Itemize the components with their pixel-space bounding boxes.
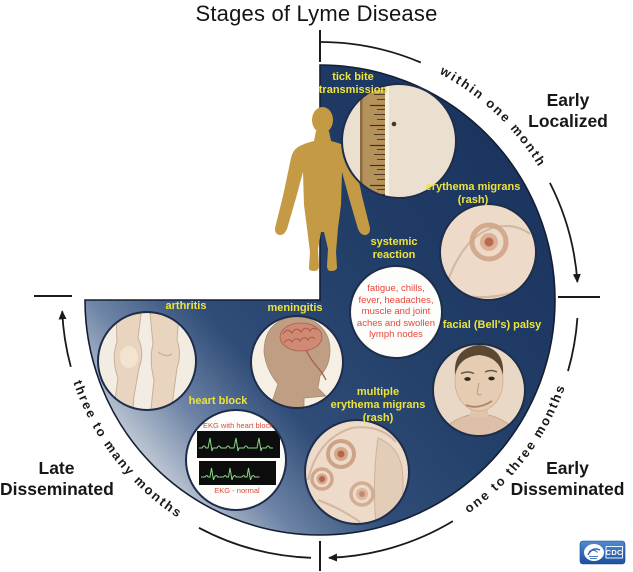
- arthritis-illustration: [97, 311, 197, 411]
- tick-bite-label: tick bite transmission: [318, 71, 388, 96]
- facial-palsy-label: facial (Bell's) palsy: [442, 319, 542, 331]
- ekg-heart-block-caption: EKG with heart block: [202, 421, 274, 430]
- arc-late-disseminated-1: [198, 527, 312, 559]
- bullseye-rash: [469, 222, 509, 262]
- stage-label-early-disseminated: Early Disseminated: [510, 458, 625, 500]
- tick-bite-illustration: [341, 83, 457, 199]
- cdc-logo: CDC: [578, 538, 630, 568]
- meningitis-illustration: [250, 315, 344, 409]
- heart-block-label: heart block: [188, 395, 248, 407]
- heart-block-illustration: [185, 409, 287, 511]
- arc-early-localized-2: [549, 182, 581, 283]
- page-title: Stages of Lyme Disease: [195, 1, 438, 26]
- meningitis-label: meningitis: [267, 302, 323, 314]
- systemic-symptoms-text: fatigue, chills, fever, headaches, muscl…: [356, 283, 436, 340]
- arc-early-disseminated-1: [567, 317, 579, 372]
- arc-early-disseminated-2: [328, 520, 454, 562]
- systemic-reaction-circle: [349, 265, 443, 359]
- bullseye-rash: [349, 481, 375, 507]
- tick-dot: [391, 121, 397, 127]
- human-silhouette: [275, 107, 370, 271]
- erythema-migrans-label: erythema migrans (rash): [425, 181, 521, 206]
- timeline-ticks: [34, 30, 600, 571]
- swollen-knee: [120, 346, 138, 368]
- arc-late-disseminated-2: [58, 310, 72, 368]
- facial-palsy-illustration: [432, 343, 526, 437]
- bullseye-rash: [326, 439, 356, 469]
- multiple-erythema-migrans-label: multiple erythema migrans (rash): [330, 386, 426, 424]
- stage-label-early-localized: Early Localized: [528, 90, 608, 132]
- brain: [279, 322, 323, 352]
- cdc-logo-graphic: CDC: [579, 540, 626, 565]
- timeline-arcs: [58, 41, 581, 562]
- cdc-logo-text: CDC: [606, 548, 623, 557]
- systemic-reaction-label: systemic reaction: [370, 236, 418, 261]
- stage-label-late-disseminated: Late Disseminated: [0, 458, 114, 500]
- arthritis-label: arthritis: [165, 300, 207, 312]
- ekg-normal-caption: EKG - normal: [214, 486, 260, 495]
- ekg-strip-heart-block: [197, 431, 280, 458]
- bullseye-rash: [310, 467, 334, 491]
- erythema-migrans-illustration: [439, 203, 537, 301]
- arc-early-localized-1: [319, 41, 422, 64]
- multiple-erythema-migrans-illustration: [304, 419, 410, 525]
